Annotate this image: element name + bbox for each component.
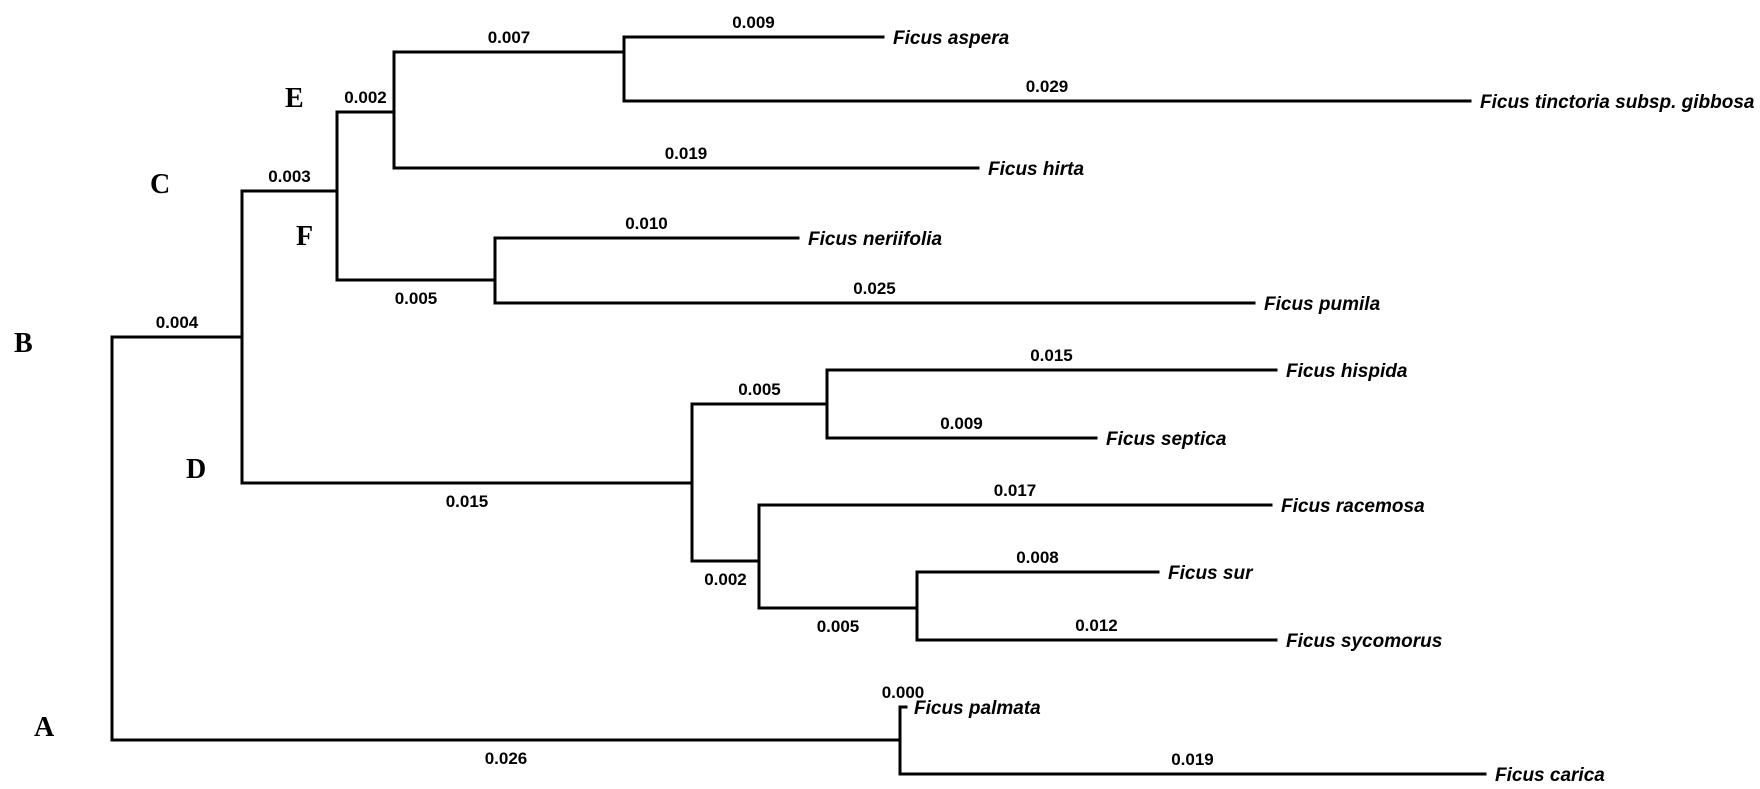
branch-length-label: 0.005: [738, 380, 781, 399]
branch-length-label: 0.012: [1075, 616, 1118, 635]
branch-length-label: 0.025: [853, 279, 896, 298]
branch-length-label: 0.009: [732, 13, 775, 32]
branch-length-label: 0.004: [156, 313, 199, 332]
clade-label-c: C: [150, 169, 170, 200]
taxon-label-ficus-neriifolia: Ficus neriifolia: [808, 229, 943, 250]
branch-length-label: 0.007: [488, 28, 531, 47]
taxon-label-ficus-sycomorus: Ficus sycomorus: [1286, 631, 1442, 652]
taxon-label-ficus-hirta: Ficus hirta: [988, 159, 1085, 180]
branch-length-label: 0.005: [817, 617, 860, 636]
taxon-label-ficus-hispida: Ficus hispida: [1286, 361, 1408, 382]
branch-length-label: 0.008: [1016, 548, 1059, 567]
taxon-label-ficus-tinctoria-subsp-gibbosa: Ficus tinctoria subsp. gibbosa: [1480, 92, 1755, 113]
branch-length-label: 0.019: [1171, 750, 1214, 769]
branch-length-label: 0.000: [882, 683, 925, 702]
branch-length-label: 0.002: [344, 88, 387, 107]
branch-length-label: 0.017: [994, 481, 1037, 500]
taxon-label-ficus-aspera: Ficus aspera: [893, 28, 1010, 49]
clade-label-a: A: [34, 712, 55, 743]
branch-length-label: 0.029: [1026, 77, 1069, 96]
clade-label-b: B: [14, 328, 33, 359]
branch-length-label: 0.002: [704, 570, 747, 589]
branch-length-label: 0.015: [1030, 346, 1073, 365]
branch-length-label: 0.015: [446, 492, 489, 511]
taxon-label-ficus-carica: Ficus carica: [1495, 765, 1605, 786]
taxon-label-ficus-pumila: Ficus pumila: [1264, 294, 1381, 315]
clade-label-d: D: [186, 454, 206, 485]
taxon-label-ficus-sur: Ficus sur: [1168, 563, 1254, 584]
branch-length-label: 0.026: [485, 749, 528, 768]
clade-label-f: F: [296, 221, 313, 252]
branch-length-label: 0.019: [665, 144, 708, 163]
clade-label-e: E: [285, 83, 304, 114]
taxon-label-ficus-septica: Ficus septica: [1106, 429, 1227, 450]
taxon-label-ficus-palmata: Ficus palmata: [914, 698, 1041, 719]
branch-length-label: 0.010: [625, 214, 668, 233]
branch-length-label: 0.003: [268, 167, 311, 186]
taxon-label-ficus-racemosa: Ficus racemosa: [1281, 496, 1425, 517]
branch-length-label: 0.005: [395, 289, 438, 308]
branch-length-label: 0.009: [940, 414, 983, 433]
